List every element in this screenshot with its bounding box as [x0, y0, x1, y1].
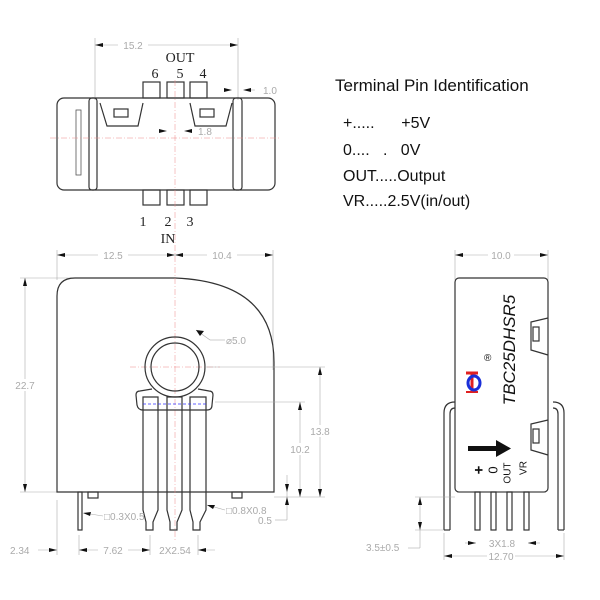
- terminal-line-out: OUT.....Output: [343, 168, 446, 185]
- out-label: OUT: [166, 51, 195, 66]
- pin-5-label: 5: [177, 67, 184, 82]
- dim-front-right: 10.4: [212, 251, 232, 262]
- dim-10-2: 10.2: [290, 445, 310, 456]
- pin-4-label: 4: [200, 67, 207, 82]
- dim-0-5: 0.5: [258, 516, 272, 527]
- dim-big-pin: □0.8X0.8: [226, 506, 267, 517]
- dim-top-pitch: 1.8: [198, 127, 212, 138]
- pin-1-label: 1: [140, 215, 147, 230]
- brand-logo: [466, 371, 482, 393]
- current-direction-arrow-icon: [468, 440, 511, 457]
- dim-2-34: 2.34: [10, 546, 30, 557]
- dim-small-pin: □0.3X0.5: [104, 512, 145, 523]
- top-view: 15.2 OUT 6 5 4 1.0 1.8 1 2 3 IN: [50, 38, 280, 247]
- pin-2-label: 2: [165, 215, 172, 230]
- terminal-line-plus: +..... +5V: [343, 115, 430, 132]
- terminal-line-zero: 0.... . 0V: [343, 142, 421, 159]
- front-view: 12.5 10.4 22.7 ⌀5.0 13.8 10.2: [8, 245, 330, 557]
- dim-pitch: 2X2.54: [159, 546, 191, 557]
- pin-label-plus: +: [471, 465, 488, 474]
- pin-label-vr: VR: [519, 461, 530, 475]
- dim-side-width: 10.0: [491, 251, 511, 262]
- terminal-pin-identification: Terminal Pin Identification +..... +5V 0…: [335, 76, 529, 210]
- terminal-title: Terminal Pin Identification: [335, 76, 529, 95]
- dim-7-62: 7.62: [103, 546, 123, 557]
- dim-front-left: 12.5: [103, 251, 123, 262]
- pin-label-out: OUT: [503, 462, 514, 483]
- pin-label-zero: 0: [486, 466, 501, 473]
- terminal-line-vr: VR.....2.5V(in/out): [343, 193, 470, 210]
- dim-top-width: 15.2: [123, 41, 143, 52]
- model-label: TBC25DHSR5: [500, 294, 519, 405]
- dim-13-8: 13.8: [310, 427, 330, 438]
- dim-hole-diameter: ⌀5.0: [226, 336, 246, 347]
- front-pins: [77, 396, 207, 531]
- pin-6-label: 6: [152, 67, 159, 82]
- in-label: IN: [161, 232, 176, 247]
- pin-3-label: 3: [187, 215, 194, 230]
- dim-side-pitch: 3X1.8: [489, 539, 516, 550]
- dim-side-total: 12.70: [488, 552, 513, 563]
- dim-pin-length: 3.5±0.5: [366, 543, 400, 554]
- side-view: 10.0 TBC25DHSR5 ® + 0 OUT VR 3.5±0.5: [366, 249, 565, 563]
- dim-top-gap: 1.0: [263, 86, 277, 97]
- dim-front-height: 22.7: [15, 381, 35, 392]
- registered-mark: ®: [484, 353, 492, 364]
